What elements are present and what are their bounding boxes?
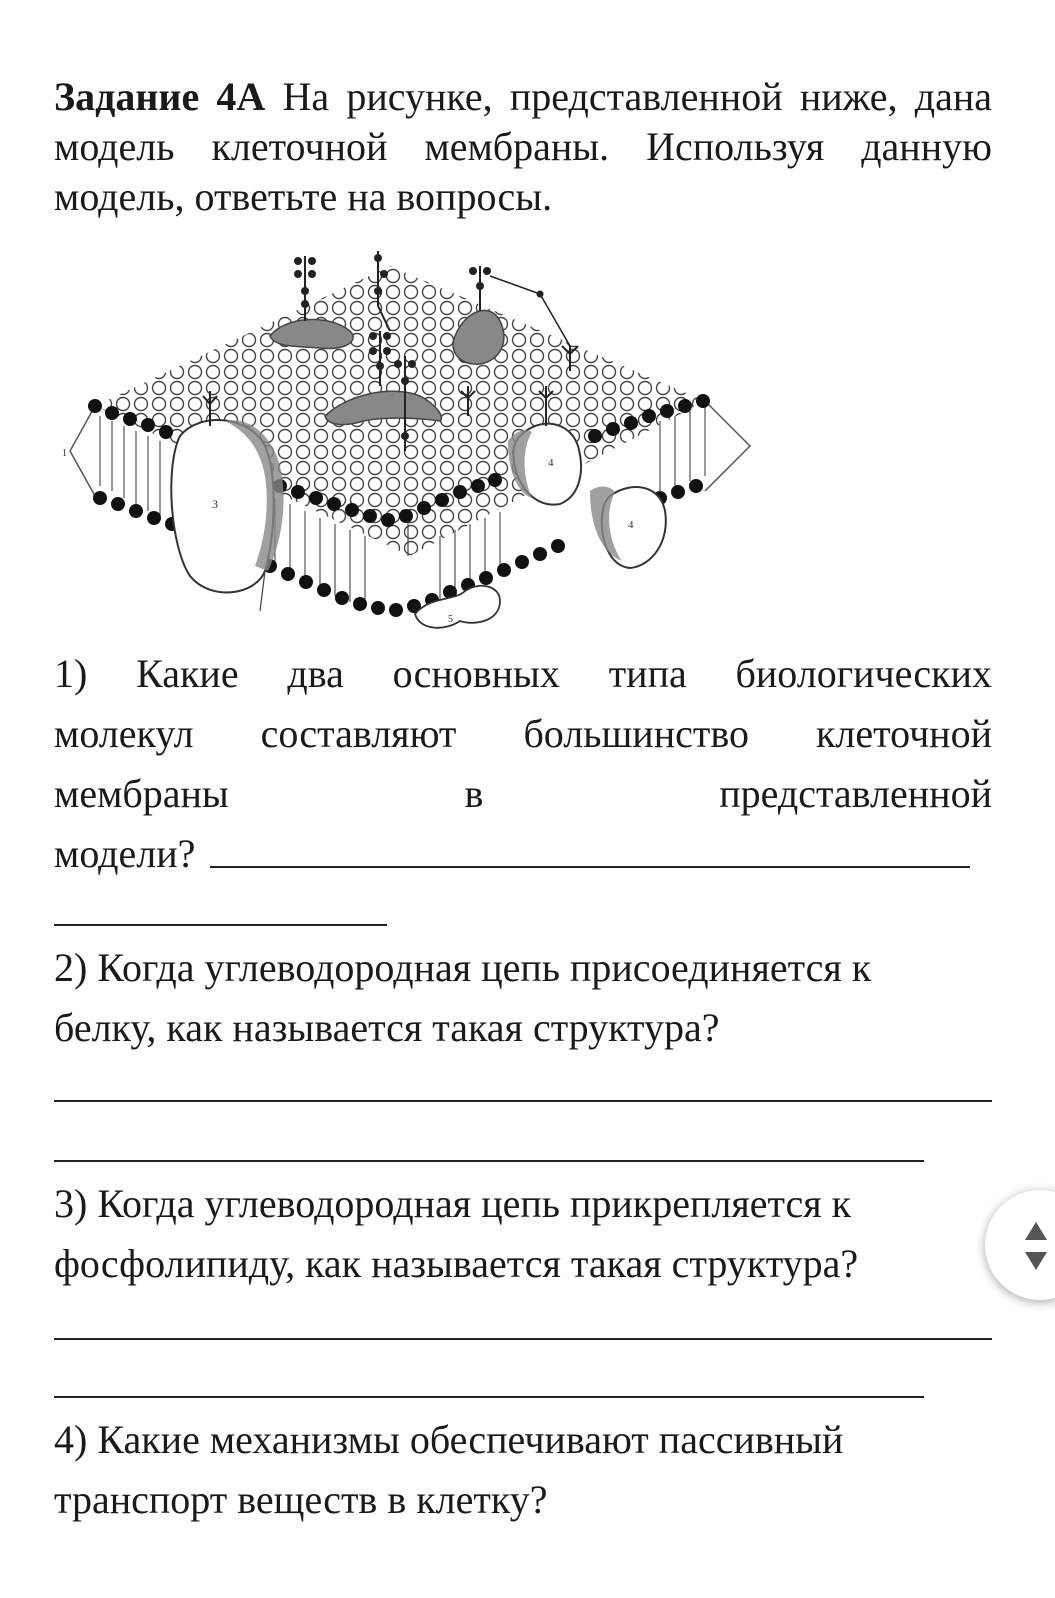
q1-word: клеточной [816,711,992,756]
integral-protein-right-bottom: 4 [590,486,667,570]
membrane-diagram: 3 4 4 5 [62,251,752,629]
question-2: 2) Когда углеводородная цепь присоединяе… [54,938,992,1058]
question-1-line-4: модели? [54,824,992,884]
integral-protein-left: 3 [170,419,284,594]
question-4-line-1: 4) Какие механизмы обеспечивают пассивны… [54,1417,844,1462]
answer-line-3a[interactable] [54,1338,992,1340]
q1-word: в [464,771,484,816]
q1-word: мембраны [54,771,229,816]
q1-word: Какие [136,651,239,696]
q1-word: 1) [54,651,88,696]
answer-line-2a[interactable] [54,1100,992,1102]
answer-line-1a[interactable] [210,866,970,868]
question-2-line-2: белку, как называется такая структура? [54,1005,720,1050]
question-4-line-2: транспорт веществ в клетку? [54,1477,548,1522]
label-5: 5 [448,614,453,625]
task-text: На рисунке, представленной ниже, дана мо… [54,74,992,219]
question-2-line-1: 2) Когда углеводородная цепь присоединяе… [54,945,872,990]
q1-word: модели? [54,831,196,876]
upper-black-heads [88,394,710,527]
answer-line-1b[interactable] [54,924,387,926]
label-3: 3 [212,497,218,511]
q1-word: биологических [735,651,992,696]
annotation-lines [259,521,409,612]
label-1: 1 [62,448,67,459]
q1-word: представленной [719,771,992,816]
task-label: Задание 4А [54,74,266,119]
question-3-line-1: 3) Когда углеводородная цепь прикрепляет… [54,1181,852,1226]
left-edge [69,405,96,497]
task-paragraph: Задание 4А На рисунке, представленной ни… [54,72,992,222]
answer-line-3b[interactable] [54,1396,924,1398]
answer-line-2b[interactable] [54,1160,924,1162]
q1-word: большинство [523,711,749,756]
task-intro: Задание 4А На рисунке, представленной ни… [54,72,992,222]
scroll-button[interactable] [985,1190,1055,1300]
question-1-line-2: молекул составляют большинство клеточной [54,704,992,764]
question-3: 3) Когда углеводородная цепь прикрепляет… [54,1174,992,1294]
carbohydrate-chains [202,251,579,451]
q1-word: типа [608,651,687,696]
question-4: 4) Какие механизмы обеспечивают пассивны… [54,1410,992,1530]
scroll-arrows-icon [1025,1222,1047,1270]
q1-word: молекул [54,711,194,756]
question-1: 1) Какие два основных типа биологических… [54,644,992,884]
peripheral-protein-bottom: 5 [414,584,501,629]
peripheral-proteins [269,309,505,426]
question-1-line-3: мембраны в представленной [54,764,992,824]
label-4b: 4 [628,519,634,531]
integral-protein-right-middle: 4 [508,422,582,506]
question-3-line-2: фосфолипиду, как называется такая структ… [54,1241,859,1286]
q1-word: составляют [260,711,457,756]
q1-word: основных [392,651,560,696]
question-1-line-1: 1) Какие два основных типа биологических [54,644,992,704]
label-4a: 4 [548,457,554,469]
right-edge [704,400,752,492]
q1-word: два [287,651,344,696]
